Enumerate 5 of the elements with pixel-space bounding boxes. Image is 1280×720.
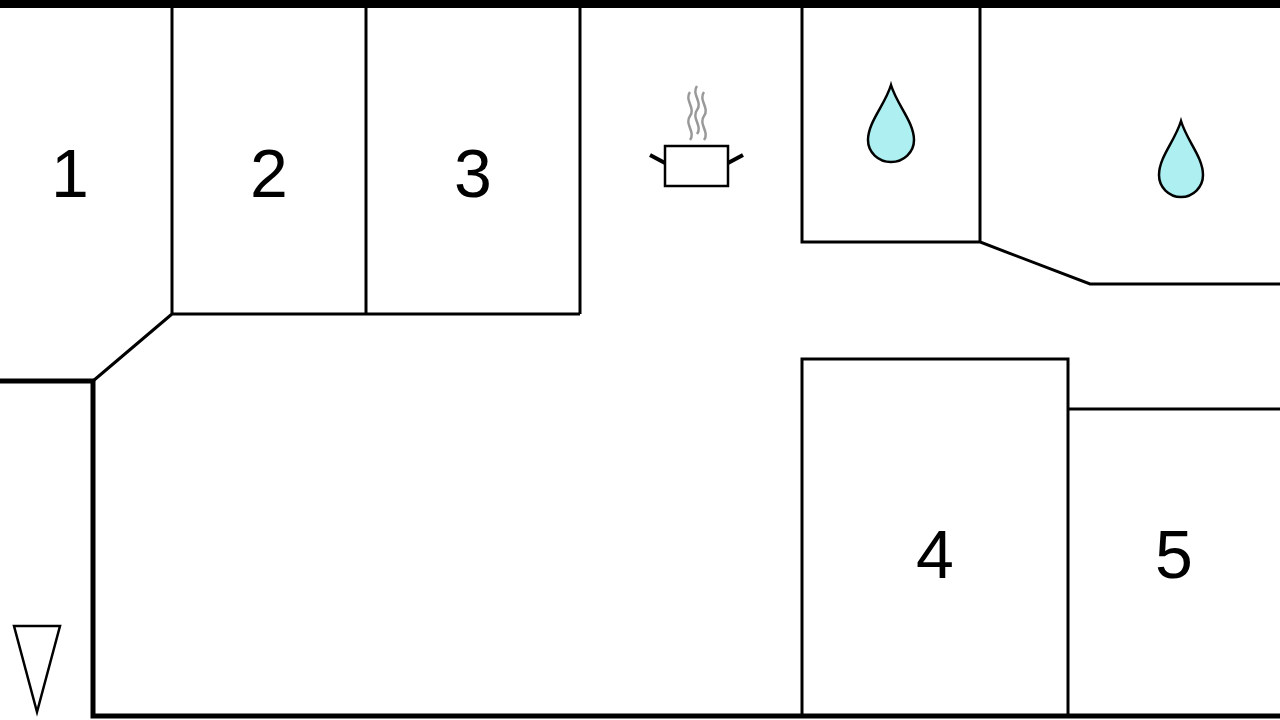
room-number: 5 bbox=[1155, 520, 1193, 588]
room-number: 4 bbox=[916, 520, 954, 588]
room-number: 1 bbox=[51, 139, 89, 207]
room-number: 2 bbox=[250, 139, 288, 207]
room-number: 3 bbox=[454, 139, 492, 207]
